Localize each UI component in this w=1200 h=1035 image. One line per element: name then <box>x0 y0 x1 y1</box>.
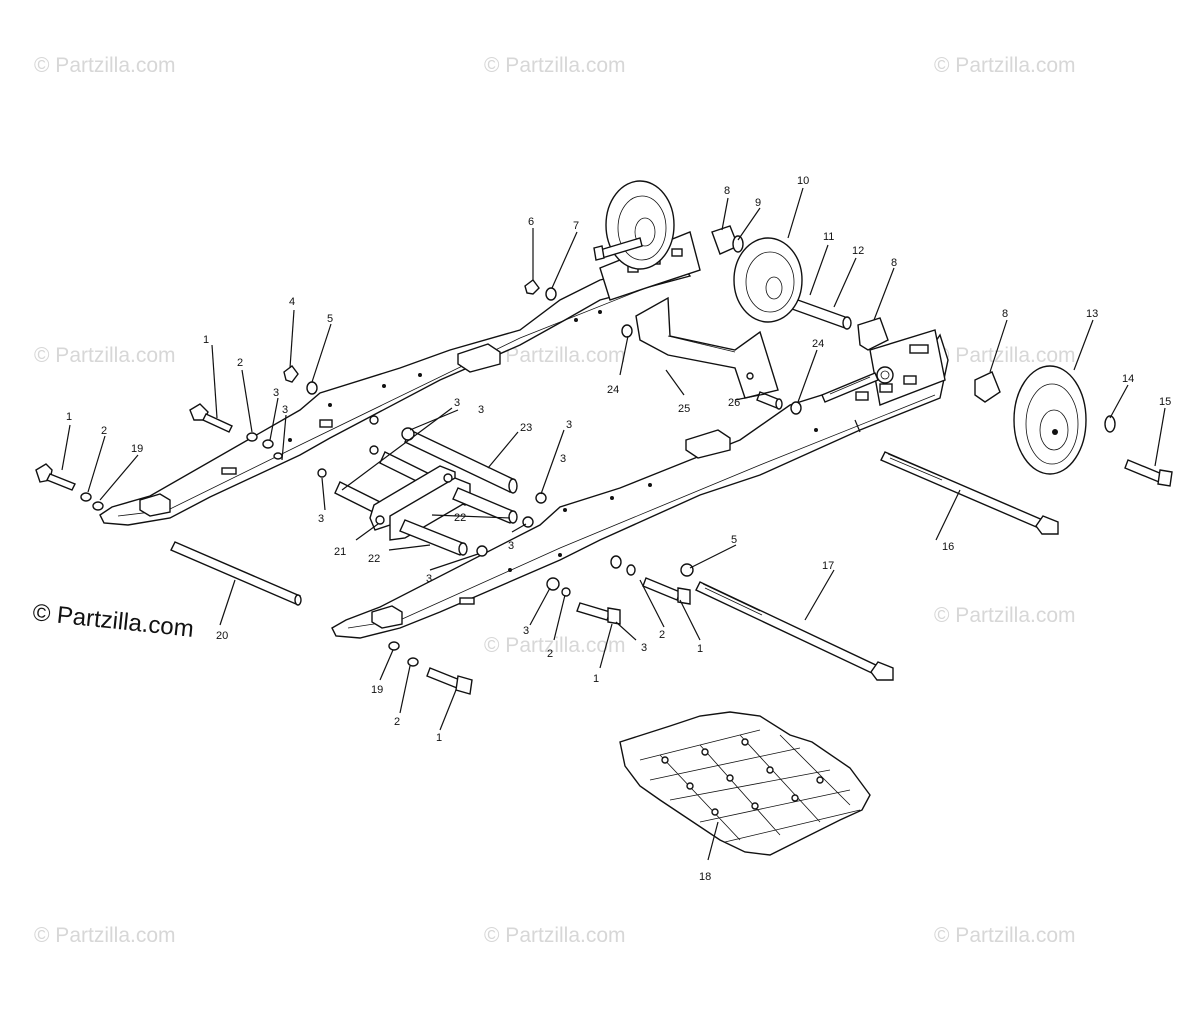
callout-9: 9 <box>755 197 761 209</box>
callout-3: 3 <box>454 397 460 409</box>
callout-16: 16 <box>942 541 954 553</box>
bolt-15 <box>1124 459 1173 487</box>
watermark: © Partzilla.com <box>34 924 176 947</box>
nut-4 <box>283 365 299 383</box>
watermark: © Partzilla.com <box>34 54 176 77</box>
callout-3: 3 <box>508 540 514 552</box>
watermark: © Partzilla.com <box>934 54 1076 77</box>
watermark: © Partzilla.com <box>934 924 1076 947</box>
callout-25: 25 <box>678 403 690 415</box>
callout-6: 6 <box>528 216 534 228</box>
callout-3: 3 <box>426 573 432 585</box>
callout-3: 3 <box>560 453 566 465</box>
callout-13: 13 <box>1086 308 1098 320</box>
callout-3: 3 <box>566 419 572 431</box>
bolt-head-1 <box>677 587 691 605</box>
callout-26: 26 <box>728 397 740 409</box>
callout-8: 8 <box>891 257 897 269</box>
callout-2: 2 <box>547 648 553 660</box>
callout-4: 4 <box>289 296 295 308</box>
callout-2: 2 <box>659 629 665 641</box>
watermark: © Partzilla.com <box>484 54 626 77</box>
callout-3: 3 <box>273 387 279 399</box>
left-rail-slider-block <box>457 343 501 373</box>
callout-1: 1 <box>436 732 442 744</box>
callout-19: 19 <box>131 443 143 455</box>
callout-3: 3 <box>478 404 484 416</box>
callout-10: 10 <box>797 175 809 187</box>
left-rail-slider-block <box>139 493 171 517</box>
watermark: © Partzilla.com <box>484 924 626 947</box>
rear-idler-wheel <box>605 180 675 270</box>
fastener-layer <box>35 279 802 695</box>
callout-17: 17 <box>822 560 834 572</box>
callout-8: 8 <box>1002 308 1008 320</box>
callout-5: 5 <box>327 313 333 325</box>
nut-6 <box>524 279 540 295</box>
watermark: © Partzilla.com <box>484 344 626 367</box>
callout-15: 15 <box>1159 396 1171 408</box>
bolt-upper-left <box>593 237 643 261</box>
callout-24: 24 <box>607 384 619 396</box>
leader-lines <box>61 187 1166 861</box>
callout-14: 14 <box>1122 373 1134 385</box>
bolt-head-1 <box>455 675 473 695</box>
bolt-17 <box>695 581 894 681</box>
callout-2: 2 <box>101 425 107 437</box>
support-bracket-25 <box>635 296 779 399</box>
watermark: © Partzilla.com <box>34 344 176 367</box>
callout-1: 1 <box>697 643 703 655</box>
main-watermark: © Partzilla.com <box>31 599 195 643</box>
left-rail <box>99 231 701 526</box>
spacer-8-upper <box>711 225 744 255</box>
callout-1: 1 <box>66 411 72 423</box>
callout-8: 8 <box>724 185 730 197</box>
callout-2: 2 <box>394 716 400 728</box>
callout-21: 21 <box>334 546 346 558</box>
right-rail-slider-block <box>685 429 731 459</box>
callout-2: 2 <box>237 357 243 369</box>
callout-22: 22 <box>454 512 466 524</box>
axle-26 <box>756 391 783 410</box>
slide-wear-plate-18 <box>619 711 871 856</box>
callout-23: 23 <box>520 422 532 434</box>
callout-3: 3 <box>523 625 529 637</box>
watermark: © Partzilla.com <box>484 634 626 657</box>
callout-20: 20 <box>216 630 228 642</box>
right-rail-slider-block <box>371 605 403 629</box>
watermark-layer: © Partzilla.com © Partzilla.com © Partzi… <box>34 54 1076 947</box>
callout-18: 18 <box>699 871 711 883</box>
idler-wheel-13 <box>1013 365 1087 475</box>
watermark: © Partzilla.com <box>934 344 1076 367</box>
bolt-16 <box>880 451 1059 535</box>
callout-1: 1 <box>203 334 209 346</box>
callout-3: 3 <box>641 642 647 654</box>
cross-shaft-20 <box>170 541 302 606</box>
front-idler-wheel-10 <box>733 237 803 323</box>
callout-12: 12 <box>852 245 864 257</box>
callout-1: 1 <box>593 673 599 685</box>
callout-labels: 1 2 19 1 2 3 4 5 6 7 8 9 10 11 12 8 8 13… <box>66 175 1171 883</box>
callout-24: 24 <box>812 338 824 350</box>
watermark: © Partzilla.com <box>934 604 1076 627</box>
bolt-head-1 <box>607 607 621 625</box>
pivot-shaft-22 <box>399 487 518 556</box>
spacer-8-right <box>974 371 1001 403</box>
callout-22: 22 <box>368 553 380 565</box>
callout-5: 5 <box>731 534 737 546</box>
callout-3: 3 <box>318 513 324 525</box>
bolt-right-rail <box>821 366 894 403</box>
spacer-8-middle <box>857 317 889 351</box>
callout-19: 19 <box>371 684 383 696</box>
callout-3: 3 <box>282 404 288 416</box>
callout-7: 7 <box>573 220 579 232</box>
washer-14 <box>1104 415 1116 433</box>
callout-11: 11 <box>823 231 834 243</box>
